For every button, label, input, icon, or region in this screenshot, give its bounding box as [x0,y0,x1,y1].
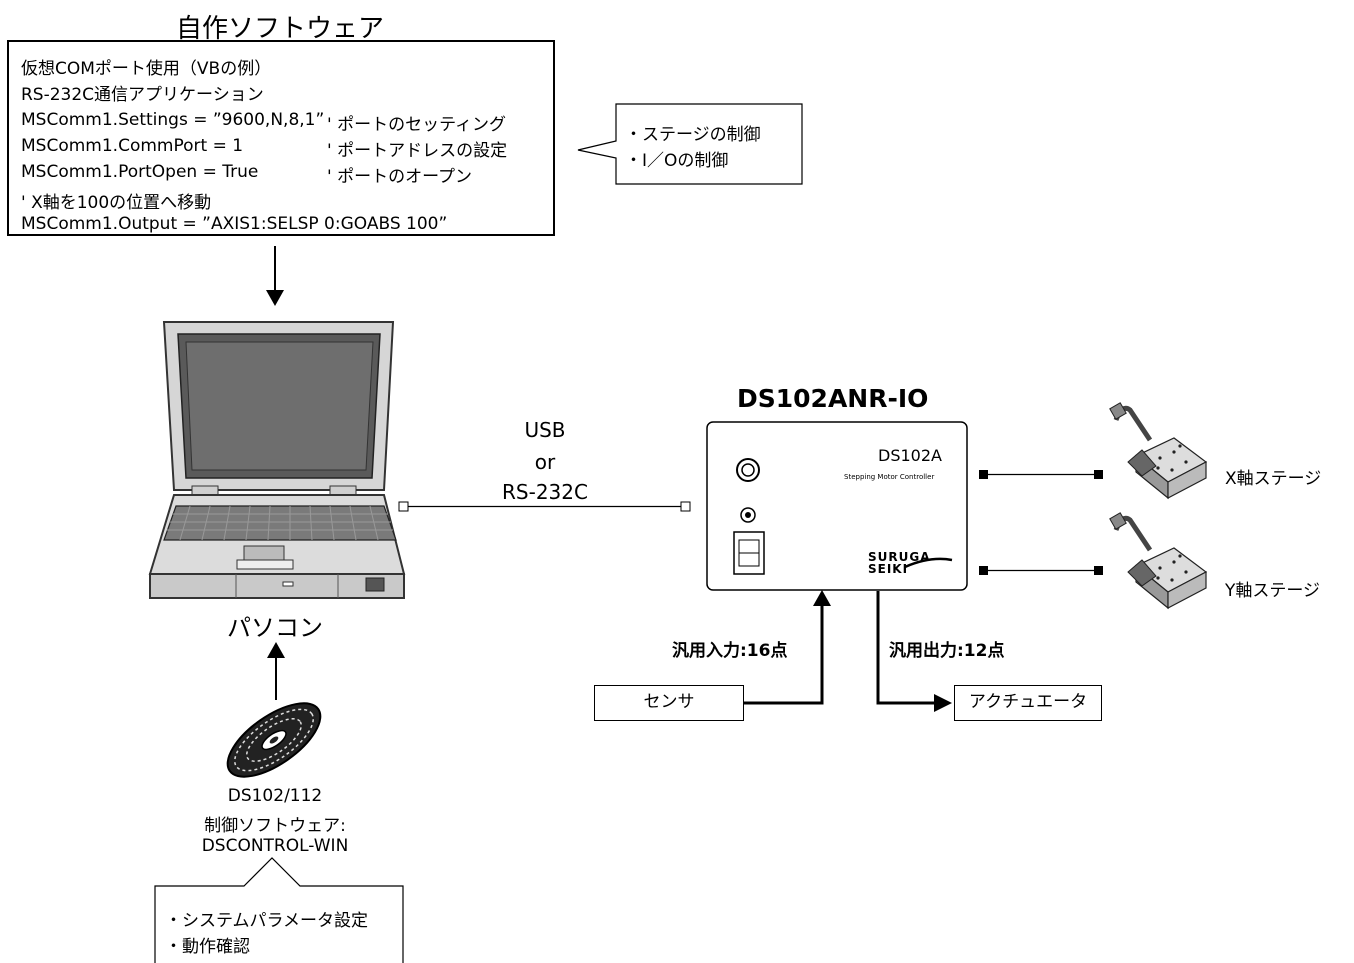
code-comment-4: ' ポートアドレスの設定 [327,141,508,161]
code-line-3: MSComm1.Settings = ”9600,N,8,1” [21,110,325,130]
cd-label-line-1: DS102/112 [227,786,323,806]
connection-label-usb: USB [524,418,566,442]
controller-model: DS102A [878,446,942,465]
sensor-box: センサ [594,685,744,721]
code-line-7: MSComm1.Output = ”AXIS1:SELSP 0:GOABS 10… [21,214,448,234]
code-line-5: MSComm1.PortOpen = True [21,162,259,182]
arrow-cd-to-pc [267,642,285,700]
connection-label-or: or [534,450,556,474]
cd-label-line-2: 制御ソフトウェア: [204,816,346,836]
code-line-2: RS-232C通信アプリケーション [21,85,264,105]
input-label: 汎用入力:16点 [672,641,788,661]
code-line-4: MSComm1.CommPort = 1 [21,136,244,156]
usb-cable [398,501,691,512]
code-line-1: 仮想COMポート使用（VBの例） [21,59,272,79]
y-stage-label: Y軸ステージ [1225,581,1321,601]
callout-right-shape [577,103,803,185]
cd-disc-icon [226,702,322,778]
callout-right-line-2: ・I／Oの制御 [625,151,729,171]
code-box: 仮想COMポート使用（VBの例） RS-232C通信アプリケーション MSCom… [7,40,555,236]
controller-title: DS102ANR-IO [737,384,929,413]
code-comment-3: ' ポートのセッティング [327,115,507,135]
x-stage-label: X軸ステージ [1225,469,1322,489]
connection-label-rs232c: RS-232C [502,480,588,504]
software-title: 自作ソフトウェア [175,14,384,44]
pc-label: パソコン [227,614,323,642]
x-stage-icon [1109,402,1208,500]
input-arrow [744,590,831,705]
output-arrow [876,591,952,712]
callout-bottom-line-1: ・システムパラメータ設定 [165,911,368,931]
callout-bottom-shape [154,857,404,963]
laptop-icon [148,321,406,599]
brand-logo-line-2: SEIKI [868,562,909,576]
brand-logo-line-1: SURUGA [868,550,931,564]
cd-label-line-3: DSCONTROL-WIN [201,836,349,856]
callout-right-line-1: ・ステージの制御 [625,125,761,145]
y-stage-cable [979,566,1103,575]
y-stage-icon [1109,512,1208,610]
code-comment-5: ' ポートのオープン [327,167,473,187]
controller-subtitle: Stepping Motor Controller [844,473,935,481]
output-label: 汎用出力:12点 [889,641,1005,661]
x-stage-cable [979,470,1103,479]
actuator-box: アクチュエータ [954,685,1102,721]
controller-box [706,421,968,591]
arrow-software-to-pc [266,246,284,306]
callout-bottom-line-2: ・動作確認 [165,937,250,957]
code-line-6: ' X軸を100の位置へ移動 [21,193,212,213]
